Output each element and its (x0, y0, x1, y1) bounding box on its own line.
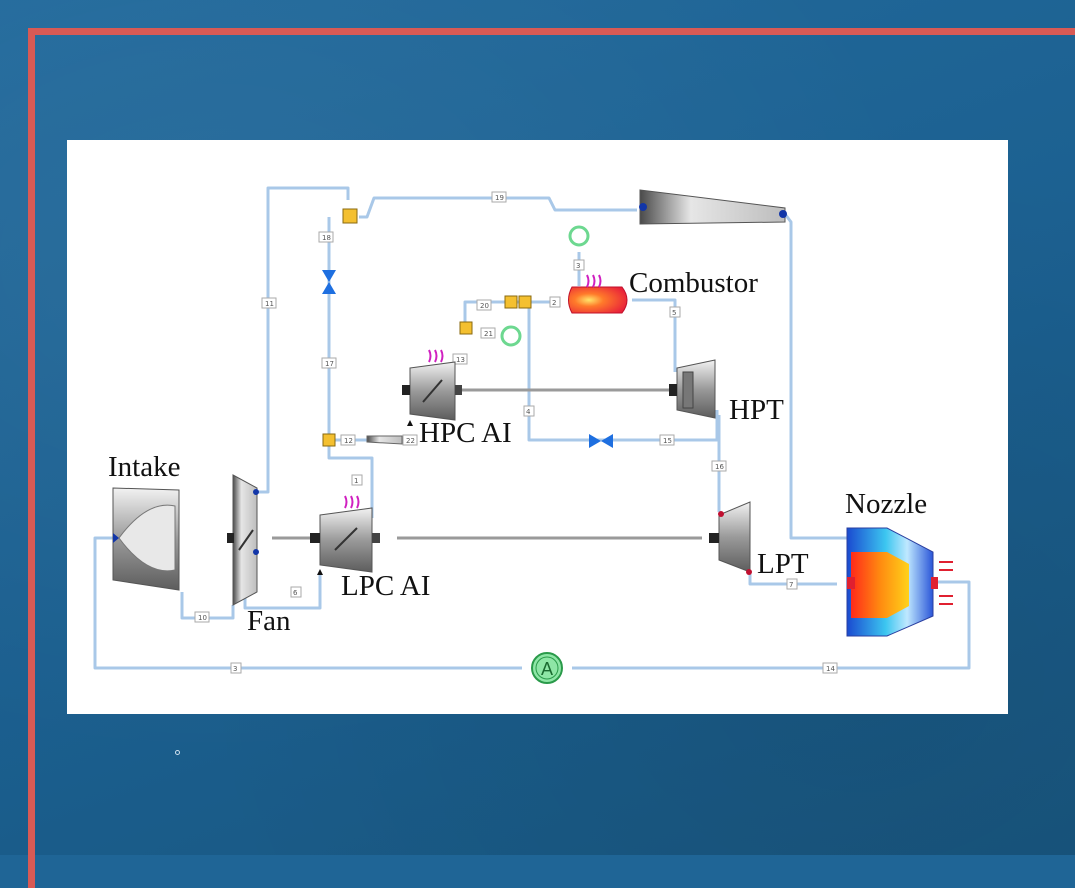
exhaust-arrows (939, 561, 953, 605)
slide-dot (175, 750, 180, 755)
intake-component[interactable] (112, 487, 180, 591)
pipe-label: 12 (344, 437, 353, 445)
pipe-14 (572, 580, 971, 670)
ambient-node[interactable]: A (531, 652, 563, 684)
pipe-label: 18 (322, 234, 331, 242)
pipe-label: 3 (576, 262, 580, 270)
pipe-label: 3 (233, 665, 237, 673)
pipe-labels: 19 18 11 3 20 2 5 21 13 17 4 15 12 22 16… (194, 191, 838, 674)
pipe-duct-nozzle (783, 213, 847, 540)
label-nozzle: Nozzle (845, 488, 928, 520)
label-combustor: Combustor (629, 267, 758, 299)
lpt-component[interactable] (709, 501, 752, 575)
pipe-label: 20 (480, 302, 489, 310)
fuel-source-ring[interactable] (568, 225, 590, 247)
splitter-hpc-bleed[interactable] (459, 321, 473, 335)
combustor-component[interactable] (568, 274, 628, 314)
pipe-label: 10 (198, 614, 207, 622)
pipe-7 (748, 572, 837, 586)
pipe-19 (359, 196, 637, 219)
pipe-4-15 (527, 302, 719, 442)
pipe-label: 5 (672, 309, 676, 317)
pipe-11 (257, 186, 350, 494)
hpt-component[interactable] (669, 359, 716, 419)
nozzle-component[interactable] (846, 527, 953, 637)
pipe-5 (632, 298, 677, 372)
fan-component[interactable] (227, 474, 259, 606)
splitter-top[interactable] (342, 208, 358, 224)
pipe-label: 6 (293, 589, 298, 597)
hpc-component[interactable] (402, 349, 462, 426)
pipe-label: 4 (526, 408, 531, 416)
label-hpc: HPC AI (419, 417, 512, 449)
pipe-label: 19 (495, 194, 504, 202)
pipe-label: 16 (715, 463, 724, 471)
bleed-sink-ring[interactable] (500, 325, 522, 347)
shafts (272, 388, 702, 540)
label-lpt: LPT (757, 548, 809, 580)
splitter-lpc-bleed[interactable] (322, 433, 336, 447)
label-intake: Intake (108, 451, 181, 483)
pipe-label: 2 (552, 299, 556, 307)
pipe-label: 15 (663, 437, 672, 445)
lpc-component[interactable] (310, 495, 380, 575)
pipe-label: 17 (325, 360, 334, 368)
splitter-mid[interactable] (504, 295, 532, 309)
fluid-pipes (93, 186, 971, 670)
valve-bleed[interactable] (322, 270, 336, 294)
small-duct-12[interactable] (366, 435, 403, 445)
pipe-label: 1 (354, 477, 358, 485)
engine-diagram-canvas: 19 18 11 3 20 2 5 21 13 17 4 15 12 22 16… (93, 186, 971, 684)
engine-diagram-panel: 19 18 11 3 20 2 5 21 13 17 4 15 12 22 16… (67, 140, 1008, 714)
slide-frame (28, 28, 1075, 888)
pipe-label: 21 (484, 330, 493, 338)
bypass-duct-component[interactable] (639, 189, 787, 225)
pipe-3-bottom (93, 536, 522, 670)
label-fan: Fan (247, 605, 291, 637)
pipe-label: 14 (826, 665, 835, 673)
label-lpc: LPC AI (341, 570, 431, 602)
pipe-1 (327, 440, 374, 518)
pipe-label: 11 (265, 300, 274, 308)
ambient-symbol: A (541, 659, 553, 679)
label-hpt: HPT (729, 394, 784, 426)
pipe-label: 13 (456, 356, 465, 364)
pipe-label: 7 (789, 581, 793, 589)
pipe-label: 22 (406, 437, 415, 445)
valve-hpt-cooling[interactable] (589, 434, 613, 448)
